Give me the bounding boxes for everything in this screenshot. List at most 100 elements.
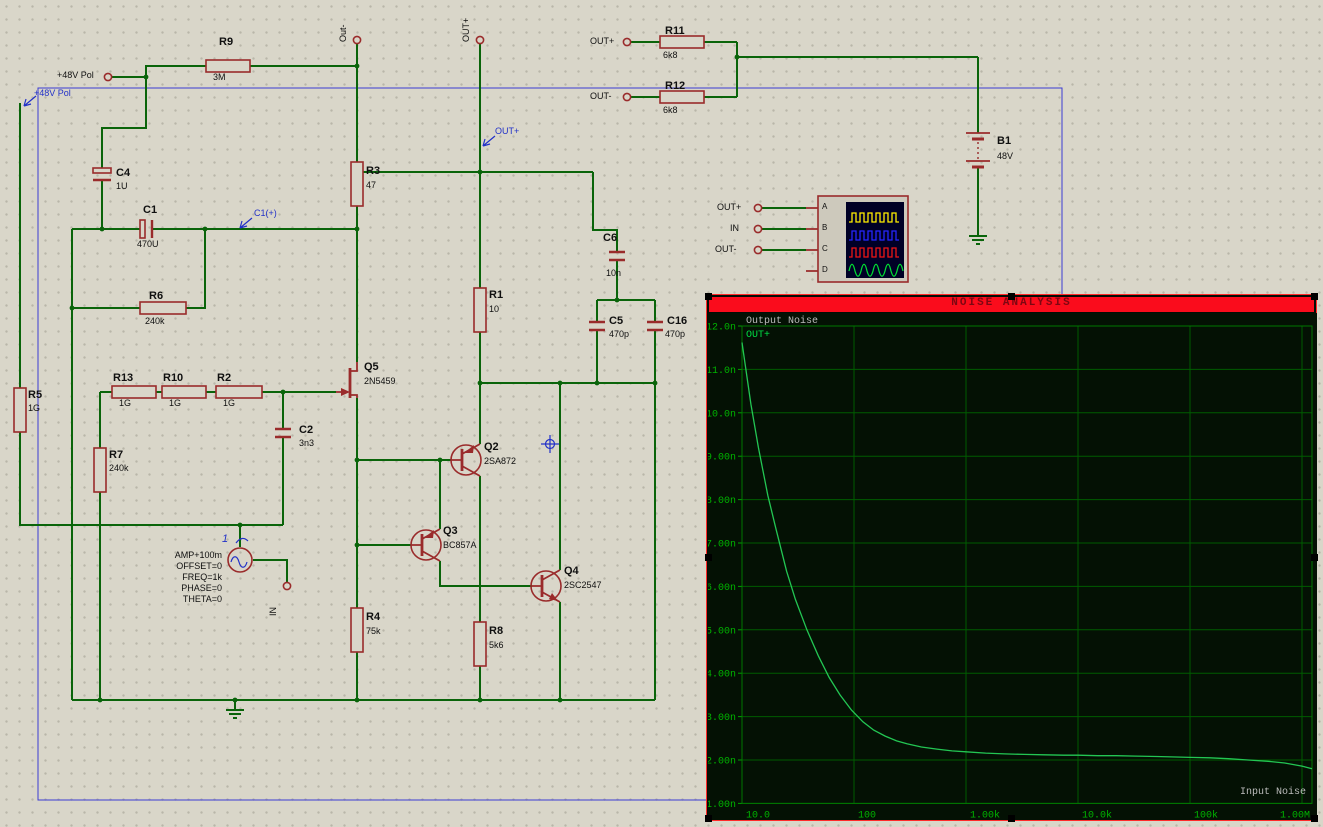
label-c16-val[interactable]: 470p <box>665 329 686 339</box>
label-c1-ref[interactable]: C1 <box>143 204 158 216</box>
label-r12-val[interactable]: 6k8 <box>663 105 678 115</box>
terminal-pins[interactable] <box>103 35 763 591</box>
label-c5-val[interactable]: 470p <box>609 329 630 339</box>
resistor-r10[interactable] <box>161 385 207 399</box>
label-q4-ref[interactable]: Q4 <box>564 565 579 577</box>
label-q2-val[interactable]: 2SA872 <box>484 456 517 466</box>
resize-handle[interactable] <box>1008 815 1015 822</box>
net-label-probe1[interactable]: 1 <box>222 533 229 545</box>
label-r4-val[interactable]: 75k <box>366 626 381 636</box>
scope-terminal-a-label[interactable]: OUT+ <box>717 202 742 212</box>
ground-symbol[interactable] <box>969 235 987 245</box>
terminal-r11-label[interactable]: OUT+ <box>590 36 615 46</box>
capacitor-c16[interactable] <box>647 320 663 332</box>
label-r6-val[interactable]: 240k <box>145 316 165 326</box>
label-c5-ref[interactable]: C5 <box>609 315 624 327</box>
net-label-plus48[interactable]: +48V Pol <box>34 88 71 98</box>
resistor-r6[interactable] <box>139 301 187 315</box>
label-c2-val[interactable]: 3n3 <box>299 438 315 448</box>
resize-handle[interactable] <box>1008 293 1015 300</box>
label-r5-ref[interactable]: R5 <box>28 389 43 401</box>
label-r3-val[interactable]: 47 <box>366 180 377 190</box>
oscilloscope[interactable] <box>806 195 909 283</box>
label-r10-ref[interactable]: R10 <box>163 372 184 384</box>
resistor-r7[interactable] <box>93 447 107 493</box>
label-b1-ref[interactable]: B1 <box>997 135 1012 147</box>
resistor-r2[interactable] <box>215 385 263 399</box>
label-r1-val[interactable]: 10 <box>489 304 500 314</box>
transistor-q4[interactable] <box>530 569 562 603</box>
label-q4-val[interactable]: 2SC2547 <box>564 580 602 590</box>
label-r9-val[interactable]: 3M <box>213 72 226 82</box>
net-label-outplus[interactable]: OUT+ <box>495 126 520 136</box>
signal-generator[interactable] <box>227 537 253 573</box>
scope-terminal-b-label[interactable]: IN <box>730 223 739 233</box>
capacitor-c6[interactable] <box>609 250 625 262</box>
label-q3-ref[interactable]: Q3 <box>443 525 458 537</box>
label-c1-val[interactable]: 470U <box>137 239 159 249</box>
capacitor-c2[interactable] <box>275 427 291 439</box>
label-r13-val[interactable]: 1G <box>119 398 132 408</box>
resistor-r5[interactable] <box>13 387 27 433</box>
label-r5-val[interactable]: 1G <box>28 403 41 413</box>
label-c6-val[interactable]: 10n <box>606 268 622 278</box>
label-q2-ref[interactable]: Q2 <box>484 441 499 453</box>
resistor-r1[interactable] <box>473 287 487 333</box>
generator-param-offset[interactable]: OFFSET=0 <box>176 561 222 571</box>
resize-handle[interactable] <box>705 554 712 561</box>
label-r9-ref[interactable]: R9 <box>219 36 234 48</box>
label-q5-val[interactable]: 2N5459 <box>364 376 396 386</box>
capacitor-c1[interactable] <box>139 219 154 239</box>
label-r6-ref[interactable]: R6 <box>149 290 164 302</box>
resize-handle[interactable] <box>1311 554 1318 561</box>
label-r4-ref[interactable]: R4 <box>366 611 381 623</box>
label-c4-ref[interactable]: C4 <box>116 167 131 179</box>
label-r8-val[interactable]: 5k6 <box>489 640 504 650</box>
label-r7-ref[interactable]: R7 <box>109 449 124 461</box>
resistor-r9[interactable] <box>205 59 251 73</box>
terminal-plus48-label[interactable]: +48V Pol <box>57 70 94 80</box>
resistor-r8[interactable] <box>473 621 487 667</box>
terminal-outminus-top-label[interactable]: Out- <box>338 24 348 42</box>
label-r11-ref[interactable]: R11 <box>665 25 685 37</box>
label-q3-val[interactable]: BC857A <box>443 540 477 550</box>
wires[interactable] <box>19 41 979 701</box>
label-r2-val[interactable]: 1G <box>223 398 236 408</box>
label-c6-ref[interactable]: C6 <box>603 232 618 244</box>
label-b1-val[interactable]: 48V <box>997 151 1014 161</box>
generator-param-freq[interactable]: FREQ=1k <box>182 572 222 582</box>
battery-b1[interactable] <box>966 132 990 169</box>
label-q5-ref[interactable]: Q5 <box>364 361 379 373</box>
resistor-r3[interactable] <box>350 161 364 207</box>
label-r7-val[interactable]: 240k <box>109 463 129 473</box>
scope-terminal-c-label[interactable]: OUT- <box>715 244 737 254</box>
terminal-r12-label[interactable]: OUT- <box>590 91 612 101</box>
resistor-r13[interactable] <box>111 385 157 399</box>
resize-handle[interactable] <box>705 293 712 300</box>
label-c2-ref[interactable]: C2 <box>299 424 314 436</box>
ground-symbol[interactable] <box>226 700 244 719</box>
label-r2-ref[interactable]: R2 <box>217 372 232 384</box>
label-c4-val[interactable]: 1U <box>116 181 128 191</box>
label-r1-ref[interactable]: R1 <box>489 289 504 301</box>
transistor-q2[interactable] <box>450 443 482 477</box>
label-c16-ref[interactable]: C16 <box>667 315 688 327</box>
resize-handle[interactable] <box>1311 815 1318 822</box>
label-r11-val[interactable]: 6k8 <box>663 50 678 60</box>
resize-handle[interactable] <box>705 815 712 822</box>
label-r8-ref[interactable]: R8 <box>489 625 504 637</box>
capacitor-c4[interactable] <box>92 167 112 182</box>
graph-plot-area[interactable]: 12.0n11.0n10.0n9.00n8.00n7.00n6.00n5.00n… <box>708 313 1317 820</box>
resistor-r12[interactable] <box>659 90 705 104</box>
resize-handle[interactable] <box>1311 293 1318 300</box>
transistor-q3[interactable] <box>410 528 442 562</box>
label-r12-ref[interactable]: R12 <box>665 80 686 92</box>
label-r10-val[interactable]: 1G <box>169 398 182 408</box>
label-r13-ref[interactable]: R13 <box>113 372 134 384</box>
generator-param-theta[interactable]: THETA=0 <box>182 594 222 604</box>
resistor-r4[interactable] <box>350 607 364 653</box>
resistor-r11[interactable] <box>659 35 705 49</box>
label-r3-ref[interactable]: R3 <box>366 165 381 177</box>
